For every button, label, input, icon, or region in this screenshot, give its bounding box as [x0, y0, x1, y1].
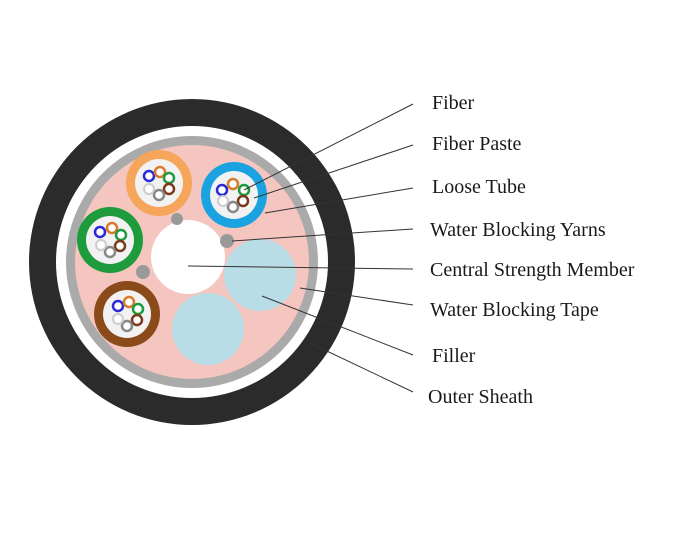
- fiber: [162, 171, 176, 185]
- filler: [172, 293, 244, 365]
- fiber: [112, 313, 124, 325]
- loose-tube-orange: [126, 150, 192, 216]
- fiber: [215, 183, 229, 197]
- fiber: [226, 200, 240, 214]
- leader-line-loose-tube: [264, 187, 414, 214]
- fiber: [143, 183, 155, 195]
- fiber: [103, 245, 117, 259]
- leader-line-fiber-paste: [253, 144, 414, 199]
- central-strength-member: [151, 220, 225, 294]
- fiber: [120, 319, 134, 333]
- leader-line-outer-sheath: [309, 342, 414, 393]
- fiber: [93, 225, 107, 239]
- water-blocking-yarn: [136, 265, 150, 279]
- fiber: [113, 239, 127, 253]
- filler: [224, 239, 296, 311]
- fiber: [236, 194, 250, 208]
- cable-cross-section: [29, 99, 355, 425]
- fiber: [142, 169, 156, 183]
- label-filler: Filler: [432, 345, 476, 367]
- fiber: [152, 188, 166, 202]
- water-blocking-yarn: [171, 213, 183, 225]
- fiber: [114, 228, 128, 242]
- labels: Fiber Fiber Paste Loose Tube Water Block…: [428, 92, 635, 408]
- label-water-blocking-yarns: Water Blocking Yarns: [430, 219, 606, 241]
- leader-line-filler: [261, 295, 414, 356]
- label-central-strength-member: Central Strength Member: [430, 259, 635, 281]
- loose-tube-blue: [201, 162, 267, 228]
- fiber: [131, 302, 145, 316]
- loose-tube-green: [77, 207, 143, 273]
- label-loose-tube: Loose Tube: [432, 176, 526, 198]
- leader-line-central-strength-member: [187, 265, 414, 270]
- leader-lines: [187, 103, 414, 393]
- loose-tube-brown: [94, 281, 160, 347]
- fiber: [122, 295, 136, 309]
- leader-line-fiber: [243, 103, 414, 191]
- leader-line-water-blocking-tape: [299, 287, 414, 306]
- fiber: [162, 182, 176, 196]
- fiber: [95, 239, 107, 251]
- fiber: [111, 299, 125, 313]
- label-fiber: Fiber: [432, 92, 475, 114]
- label-fiber-paste: Fiber Paste: [432, 133, 522, 155]
- fiber: [105, 221, 119, 235]
- fiber: [217, 195, 229, 207]
- fiber-paste: [210, 171, 258, 219]
- label-outer-sheath: Outer Sheath: [428, 386, 533, 408]
- fiber: [153, 165, 167, 179]
- water-blocking-yarn: [220, 234, 234, 248]
- leader-line-water-blocking-yarns: [231, 228, 414, 242]
- fiber: [130, 313, 144, 327]
- fiber: [226, 177, 240, 191]
- label-water-blocking-tape: Water Blocking Tape: [430, 299, 599, 321]
